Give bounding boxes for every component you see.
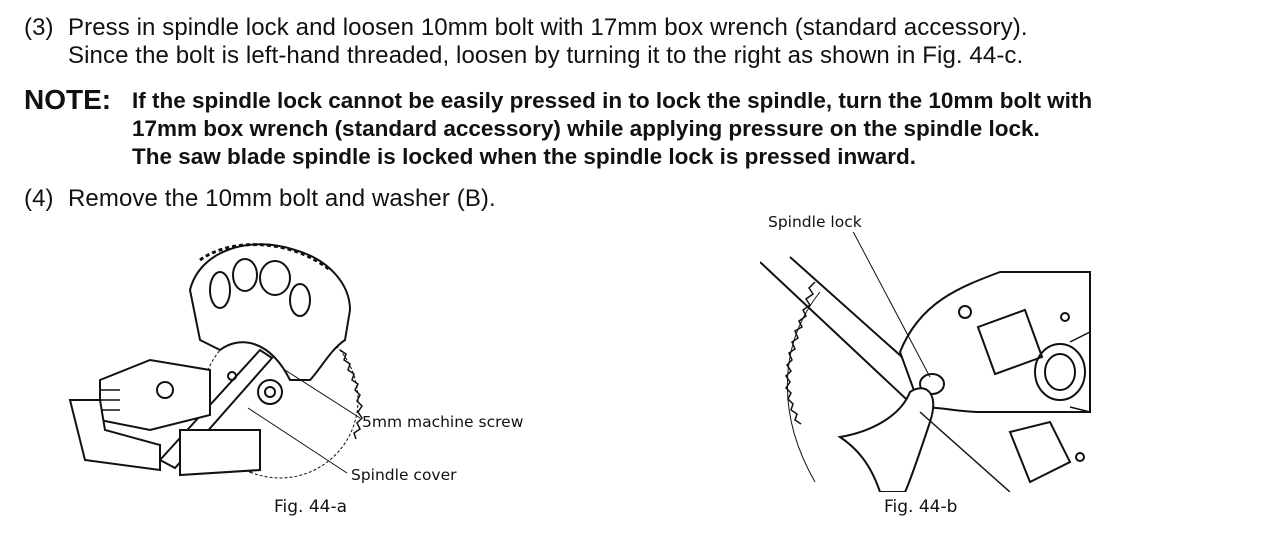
figure-44a-caption: Fig. 44-a — [274, 497, 348, 517]
step-text: Remove the 10mm bolt and washer (B). — [68, 185, 496, 212]
label-spindle-cover: Spindle cover — [351, 466, 457, 484]
step-4: (4) Remove the 10mm bolt and washer (B). — [24, 185, 496, 213]
step-3-line-2: Since the bolt is left-hand threaded, lo… — [68, 42, 1024, 69]
step-text: Press in spindle lock and loosen 10mm bo… — [68, 14, 1028, 41]
figure-44b-illustration — [760, 232, 1091, 492]
step-3: (3) Press in spindle lock and loosen 10mm… — [24, 14, 1028, 42]
label-5mm-machine-screw: 5mm machine screw — [362, 413, 524, 431]
note-line-1: If the spindle lock cannot be easily pre… — [132, 88, 1093, 113]
figure-44a-illustration — [68, 243, 363, 479]
label-spindle-lock: Spindle lock — [768, 213, 862, 231]
note-line-2: 17mm box wrench (standard accessory) whi… — [132, 116, 1040, 141]
step-number: (4) — [24, 185, 54, 212]
note-label: NOTE: — [24, 84, 112, 115]
figure-44b-caption: Fig. 44-b — [884, 497, 958, 517]
note-line-3: The saw blade spindle is locked when the… — [132, 144, 916, 169]
step-number: (3) — [24, 14, 54, 41]
